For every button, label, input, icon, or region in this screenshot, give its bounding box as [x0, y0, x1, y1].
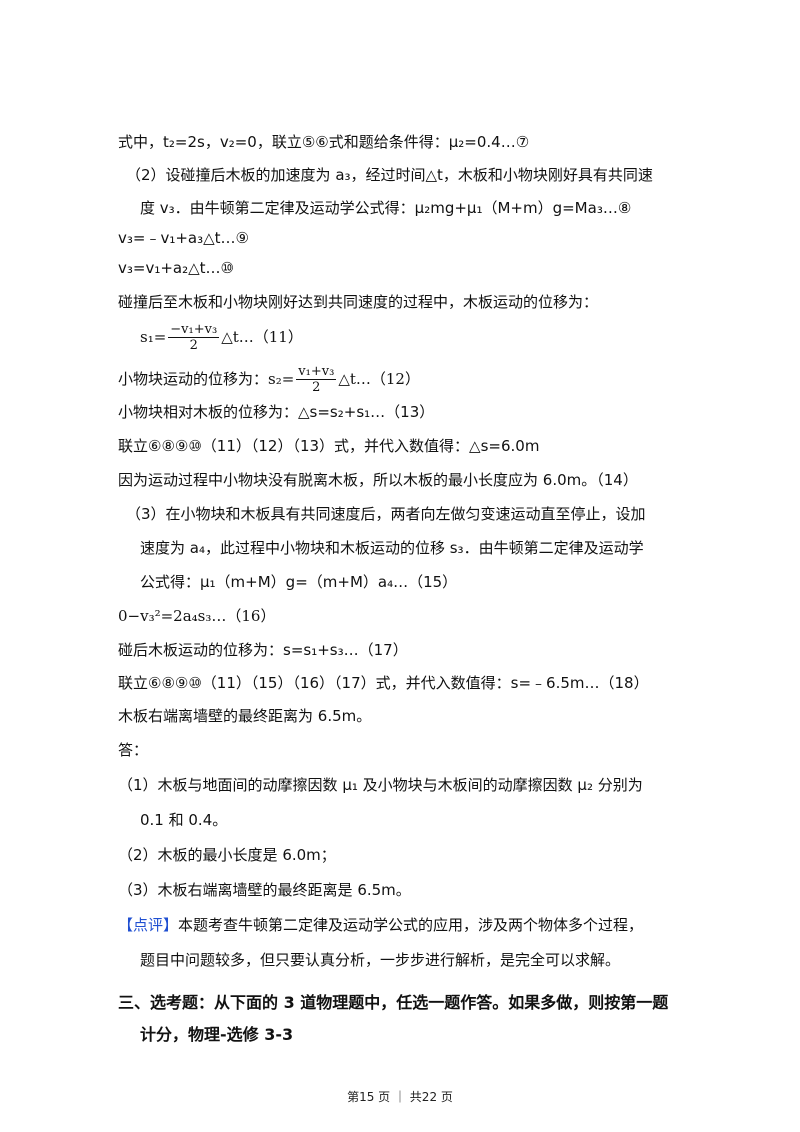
text-line: v₃=v₁+a₂△t…⑩	[118, 259, 234, 277]
text-line: （2）设碰撞后木板的加速度为 a₃，经过时间△t，木板和小物块刚好具有共同速	[126, 166, 653, 184]
text-line: 速度为 a₄，此过程中小物块和木板运动的位移 s₃．由牛顿第二定律及运动学	[140, 539, 644, 557]
text-line: 木板右端离墙壁的最终距离为 6.5m。	[118, 707, 372, 725]
formula-rhs: △t…（12）	[338, 370, 420, 388]
text-line: 碰后木板运动的位移为：s=s₁+s₃…（17）	[118, 641, 408, 659]
text-line: （2）木板的最小长度是 6.0m；	[118, 846, 336, 864]
text-line: 因为运动过程中小物块没有脱离木板，所以木板的最小长度应为 6.0m。（14）	[118, 471, 638, 489]
text-line: 度 v₃．由牛顿第二定律及运动学公式得：μ₂mg+μ₁（M+m）g=Ma₃…⑧	[140, 199, 632, 217]
text-line: 小物块相对木板的位移为：△s=s₂+s₁…（13）	[118, 403, 435, 421]
section-heading-cont: 计分，物理-选修 3-3	[140, 1025, 294, 1044]
formula-lhs: s₁=	[140, 328, 167, 346]
comment-text: 本题考查牛顿第二定律及运动学公式的应用，涉及两个物体多个过程，	[178, 916, 644, 934]
text-line: 联立⑥⑧⑨⑩（11）（12）（13）式，并代入数值得：△s=6.0m	[118, 437, 540, 455]
formula-lhs: s₂=	[268, 370, 295, 388]
formula-rhs: △t…（11）	[221, 328, 303, 346]
comment-continuation: 题目中问题较多，但只要认真分析，一步步进行解析，是完全可以求解。	[140, 951, 621, 969]
text-line: 0.1 和 0.4。	[140, 811, 228, 829]
text-line: 碰撞后至木板和小物块刚好达到共同速度的过程中，木板运动的位移为：	[118, 293, 599, 311]
text-line: 式中，t₂=2s，v₂=0，联立⑤⑥式和题给条件得：μ₂=0.4…⑦	[118, 133, 530, 151]
text-line: 公式得：μ₁（m+M）g=（m+M）a₄…（15）	[140, 573, 458, 591]
fraction-numerator: v₁+v₃	[296, 364, 337, 380]
text-fragment: 小物块运动的位移为：	[118, 370, 269, 388]
text-line: （1）木板与地面间的动摩擦因数 μ₁ 及小物块与木板间的动摩擦因数 μ₂ 分别为	[118, 776, 643, 794]
fraction-numerator: −v₁+v₃	[168, 322, 220, 338]
comment-line: 【点评】本题考查牛顿第二定律及运动学公式的应用，涉及两个物体多个过程，	[118, 915, 643, 935]
fraction-denominator: 2	[189, 338, 198, 353]
fraction-denominator: 2	[312, 380, 321, 395]
section-heading: 三、选考题：从下面的 3 道物理题中，任选一题作答。如果多做，则按第一题	[118, 993, 669, 1012]
text-line: v₃=﹣v₁+a₃△t…⑨	[118, 229, 249, 247]
page-footer: 第15 页 ｜ 共22 页	[347, 1090, 453, 1104]
formula-line: 0−v₃²=2a₄s₃…（16）	[118, 607, 276, 625]
comment-tag: 【点评】	[118, 916, 179, 934]
text-line: （3）木板右端离墙壁的最终距离是 6.5m。	[118, 881, 411, 899]
text-line: （3）在小物块和木板具有共同速度后，两者向左做匀变速运动直至停止，设加	[126, 505, 646, 523]
text-line: 答：	[118, 741, 149, 759]
text-line: 联立⑥⑧⑨⑩（11）（15）（16）（17）式，并代入数值得：s=﹣6.5m…（…	[118, 674, 649, 692]
